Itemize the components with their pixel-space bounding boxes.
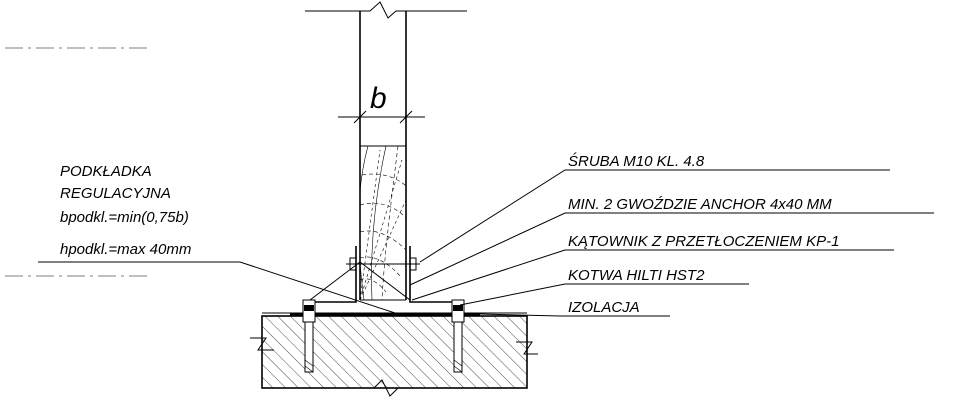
note-line-3: bpodkl.=min(0,75b) — [60, 209, 189, 226]
leader-anchor — [459, 283, 749, 306]
dimension-label: b — [370, 82, 387, 115]
callout-anchor: KOTWA HILTI HST2 — [568, 267, 705, 284]
leader-bracket — [411, 249, 894, 301]
leader-insulation — [479, 313, 670, 317]
timber-post — [359, 11, 407, 301]
anchor-left — [302, 299, 316, 373]
leader-screw — [419, 169, 890, 263]
callout-bracket: KĄTOWNIK Z PRZETŁOCZENIEM KP-1 — [568, 233, 839, 250]
callout-screw: ŚRUBA M10 KL. 4.8 — [568, 152, 705, 170]
callout-nails: MIN. 2 GWOŹDZIE ANCHOR 4x40 MM — [568, 196, 832, 213]
leader-left-note — [38, 261, 411, 314]
note-line-2: REGULACYJNA — [60, 185, 171, 202]
top-break-line — [305, 1, 467, 19]
note-line-1: PODKŁADKA — [60, 163, 152, 180]
dimension-b: b — [338, 82, 425, 124]
left-note: PODKŁADKA REGULACYJNA bpodkl.=min(0,75b)… — [60, 163, 191, 258]
wood-grain — [360, 146, 406, 300]
concrete-base — [250, 315, 538, 397]
note-line-4: hpodkl.=max 40mm — [60, 241, 191, 258]
leader-nails — [409, 212, 934, 286]
anchor-right — [451, 299, 465, 373]
callout-insulation: IZOLACJA — [568, 299, 640, 316]
